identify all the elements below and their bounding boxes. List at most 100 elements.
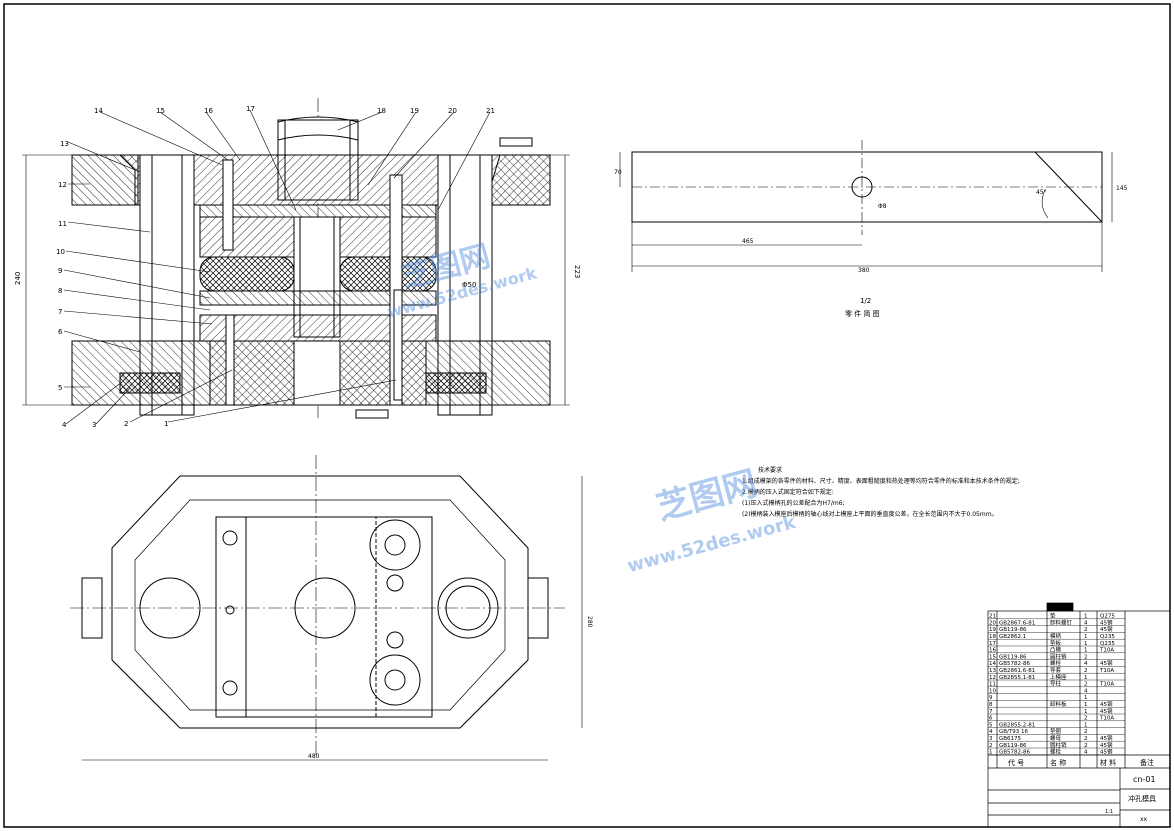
- plan-view-labels: 480 280: [308, 616, 593, 760]
- bom-no: 16: [989, 648, 996, 654]
- bom-header-name: 名 称: [1050, 758, 1066, 767]
- dimension-text: 465: [742, 238, 754, 245]
- dimension-text: 380: [858, 267, 870, 274]
- dimension-text: 223: [573, 265, 581, 278]
- part-label: 20: [448, 107, 457, 115]
- dimension-text: 45°: [1036, 189, 1047, 196]
- part-label: 1: [164, 420, 168, 428]
- part-sketch-labels: 465 380 70 145 Φ8 45° 1/2 零 件 简 图: [614, 169, 1128, 318]
- bom-name: 圆柱销: [1050, 741, 1067, 749]
- bom-qty: 1: [1084, 702, 1088, 708]
- bom-qty: 1: [1084, 695, 1088, 701]
- tech-line: 1.组成模架的各零件的材料、尺寸、精度、表面粗糙度和热处理等均符合零件的标准和本…: [742, 478, 1020, 485]
- part-label: 2: [124, 420, 128, 428]
- bom-qty: 2: [1084, 716, 1088, 722]
- bom-name: 卸料螺钉: [1050, 618, 1073, 626]
- bom-material: 45钢: [1100, 741, 1113, 749]
- dimension-text: 145: [1116, 185, 1128, 192]
- part-label: 16: [204, 107, 213, 115]
- bom-name: 模柄: [1050, 632, 1062, 640]
- bom-no: 10: [989, 688, 996, 694]
- bom-no: 1: [989, 750, 993, 756]
- bom-material: T10A: [1099, 716, 1114, 722]
- bom-qty: 2: [1084, 654, 1088, 660]
- bom-name: 卸料板: [1050, 700, 1067, 708]
- bom-name: 导柱: [1050, 680, 1062, 688]
- bom-no: 2: [989, 743, 993, 749]
- bom-name: 螺栓: [1050, 659, 1062, 667]
- bom-material: 45钢: [1100, 659, 1113, 667]
- bom-name: 凸模: [1050, 646, 1062, 654]
- bom-name: 垫圈: [1050, 727, 1062, 735]
- bom-header-remark: 备注: [1140, 758, 1154, 767]
- bom-code: GB5782-86: [999, 661, 1031, 667]
- bom-material: T10A: [1099, 682, 1114, 688]
- bom-no: 20: [989, 620, 996, 626]
- bom-no: 15: [989, 654, 996, 660]
- part-label: 21: [486, 107, 495, 115]
- bom-no: 17: [989, 641, 996, 647]
- part-label: 18: [377, 107, 386, 115]
- bom-material: 45钢: [1100, 734, 1113, 742]
- part-labels: 14 15 16 17 18 19 20 21 13 12 11 10 9 8 …: [14, 105, 581, 429]
- drawing-name: 冲孔模具: [1128, 794, 1156, 803]
- bom-material: 45钢: [1100, 700, 1113, 708]
- bom-qty: 1: [1084, 722, 1088, 728]
- bom-name: 垫: [1050, 612, 1056, 620]
- bom-code: GB119-86: [999, 654, 1027, 660]
- bom-code: GB119-86: [999, 627, 1027, 633]
- part-label: 17: [246, 105, 255, 113]
- bom-name: 垫板: [1050, 639, 1062, 647]
- bom-code: GB2861.6-81: [999, 668, 1035, 674]
- bom-qty: 2: [1084, 743, 1088, 749]
- part-label: 8: [58, 287, 62, 295]
- bom-qty: 2: [1084, 682, 1088, 688]
- part-label: 11: [58, 220, 67, 228]
- part-label: 14: [94, 107, 103, 115]
- dimension-text: Φ8: [878, 203, 887, 210]
- bom-no: 5: [989, 722, 993, 728]
- bom-code: GB119-86: [999, 743, 1027, 749]
- bom-qty: 1: [1084, 709, 1088, 715]
- bom-qty: 1: [1084, 614, 1088, 620]
- bom-material: 45钢: [1100, 618, 1113, 626]
- bom-name: 上模座: [1050, 673, 1067, 681]
- bom-name: 螺栓: [1050, 748, 1062, 756]
- bom-material: T10A: [1099, 668, 1114, 674]
- drawing-frame: [3, 3, 1171, 828]
- part-label: 15: [156, 107, 165, 115]
- bom-material: 45钢: [1100, 625, 1113, 633]
- dimension-text: 70: [614, 169, 622, 176]
- part-label: 6: [58, 328, 63, 336]
- bom-material: T10A: [1099, 648, 1114, 654]
- dimension-text: 240: [14, 272, 22, 285]
- bom-no: 21: [989, 614, 996, 620]
- bom-header: 代 号 名 称 材 料 备注: [1008, 758, 1154, 767]
- section-view: [22, 98, 570, 425]
- bom-code: GB2862.1: [999, 634, 1026, 640]
- bom-code: GB2855.2-81: [999, 722, 1035, 728]
- bom-code: GB2867.6-81: [999, 620, 1035, 626]
- bom-material: Q235: [1100, 634, 1115, 640]
- part-label: 5: [58, 384, 62, 392]
- plan-view: [70, 455, 583, 761]
- bom-qty: 1: [1084, 675, 1088, 681]
- bom-code: GB/T93 16: [999, 729, 1028, 735]
- bom-name: 导套: [1050, 666, 1062, 674]
- bom-name: 圆柱销: [1050, 652, 1067, 660]
- part-label: 9: [58, 267, 62, 275]
- drawing-number: cn-01: [1133, 775, 1156, 784]
- dimension-text: 480: [308, 753, 320, 760]
- bom-no: 18: [989, 634, 996, 640]
- tech-line: (1)压入式模柄孔的公差配合为H7/m6;: [742, 500, 845, 507]
- bom-no: 11: [989, 682, 996, 688]
- bom-qty: 1: [1084, 641, 1088, 647]
- part-label: 4: [62, 421, 67, 429]
- bom-qty: 4: [1084, 620, 1088, 626]
- bom-no: 14: [989, 661, 996, 667]
- bom-material: 45钢: [1100, 748, 1113, 756]
- tech-line: (2)模柄装入模座后模柄的轴心线对上模座上平面的垂直度公差，在全长范围内不大于0…: [742, 511, 998, 518]
- technical-requirements: 技术要求 1.组成模架的各零件的材料、尺寸、精度、表面粗糙度和热处理等均符合零件…: [742, 465, 1088, 520]
- bom-qty: 2: [1084, 729, 1088, 735]
